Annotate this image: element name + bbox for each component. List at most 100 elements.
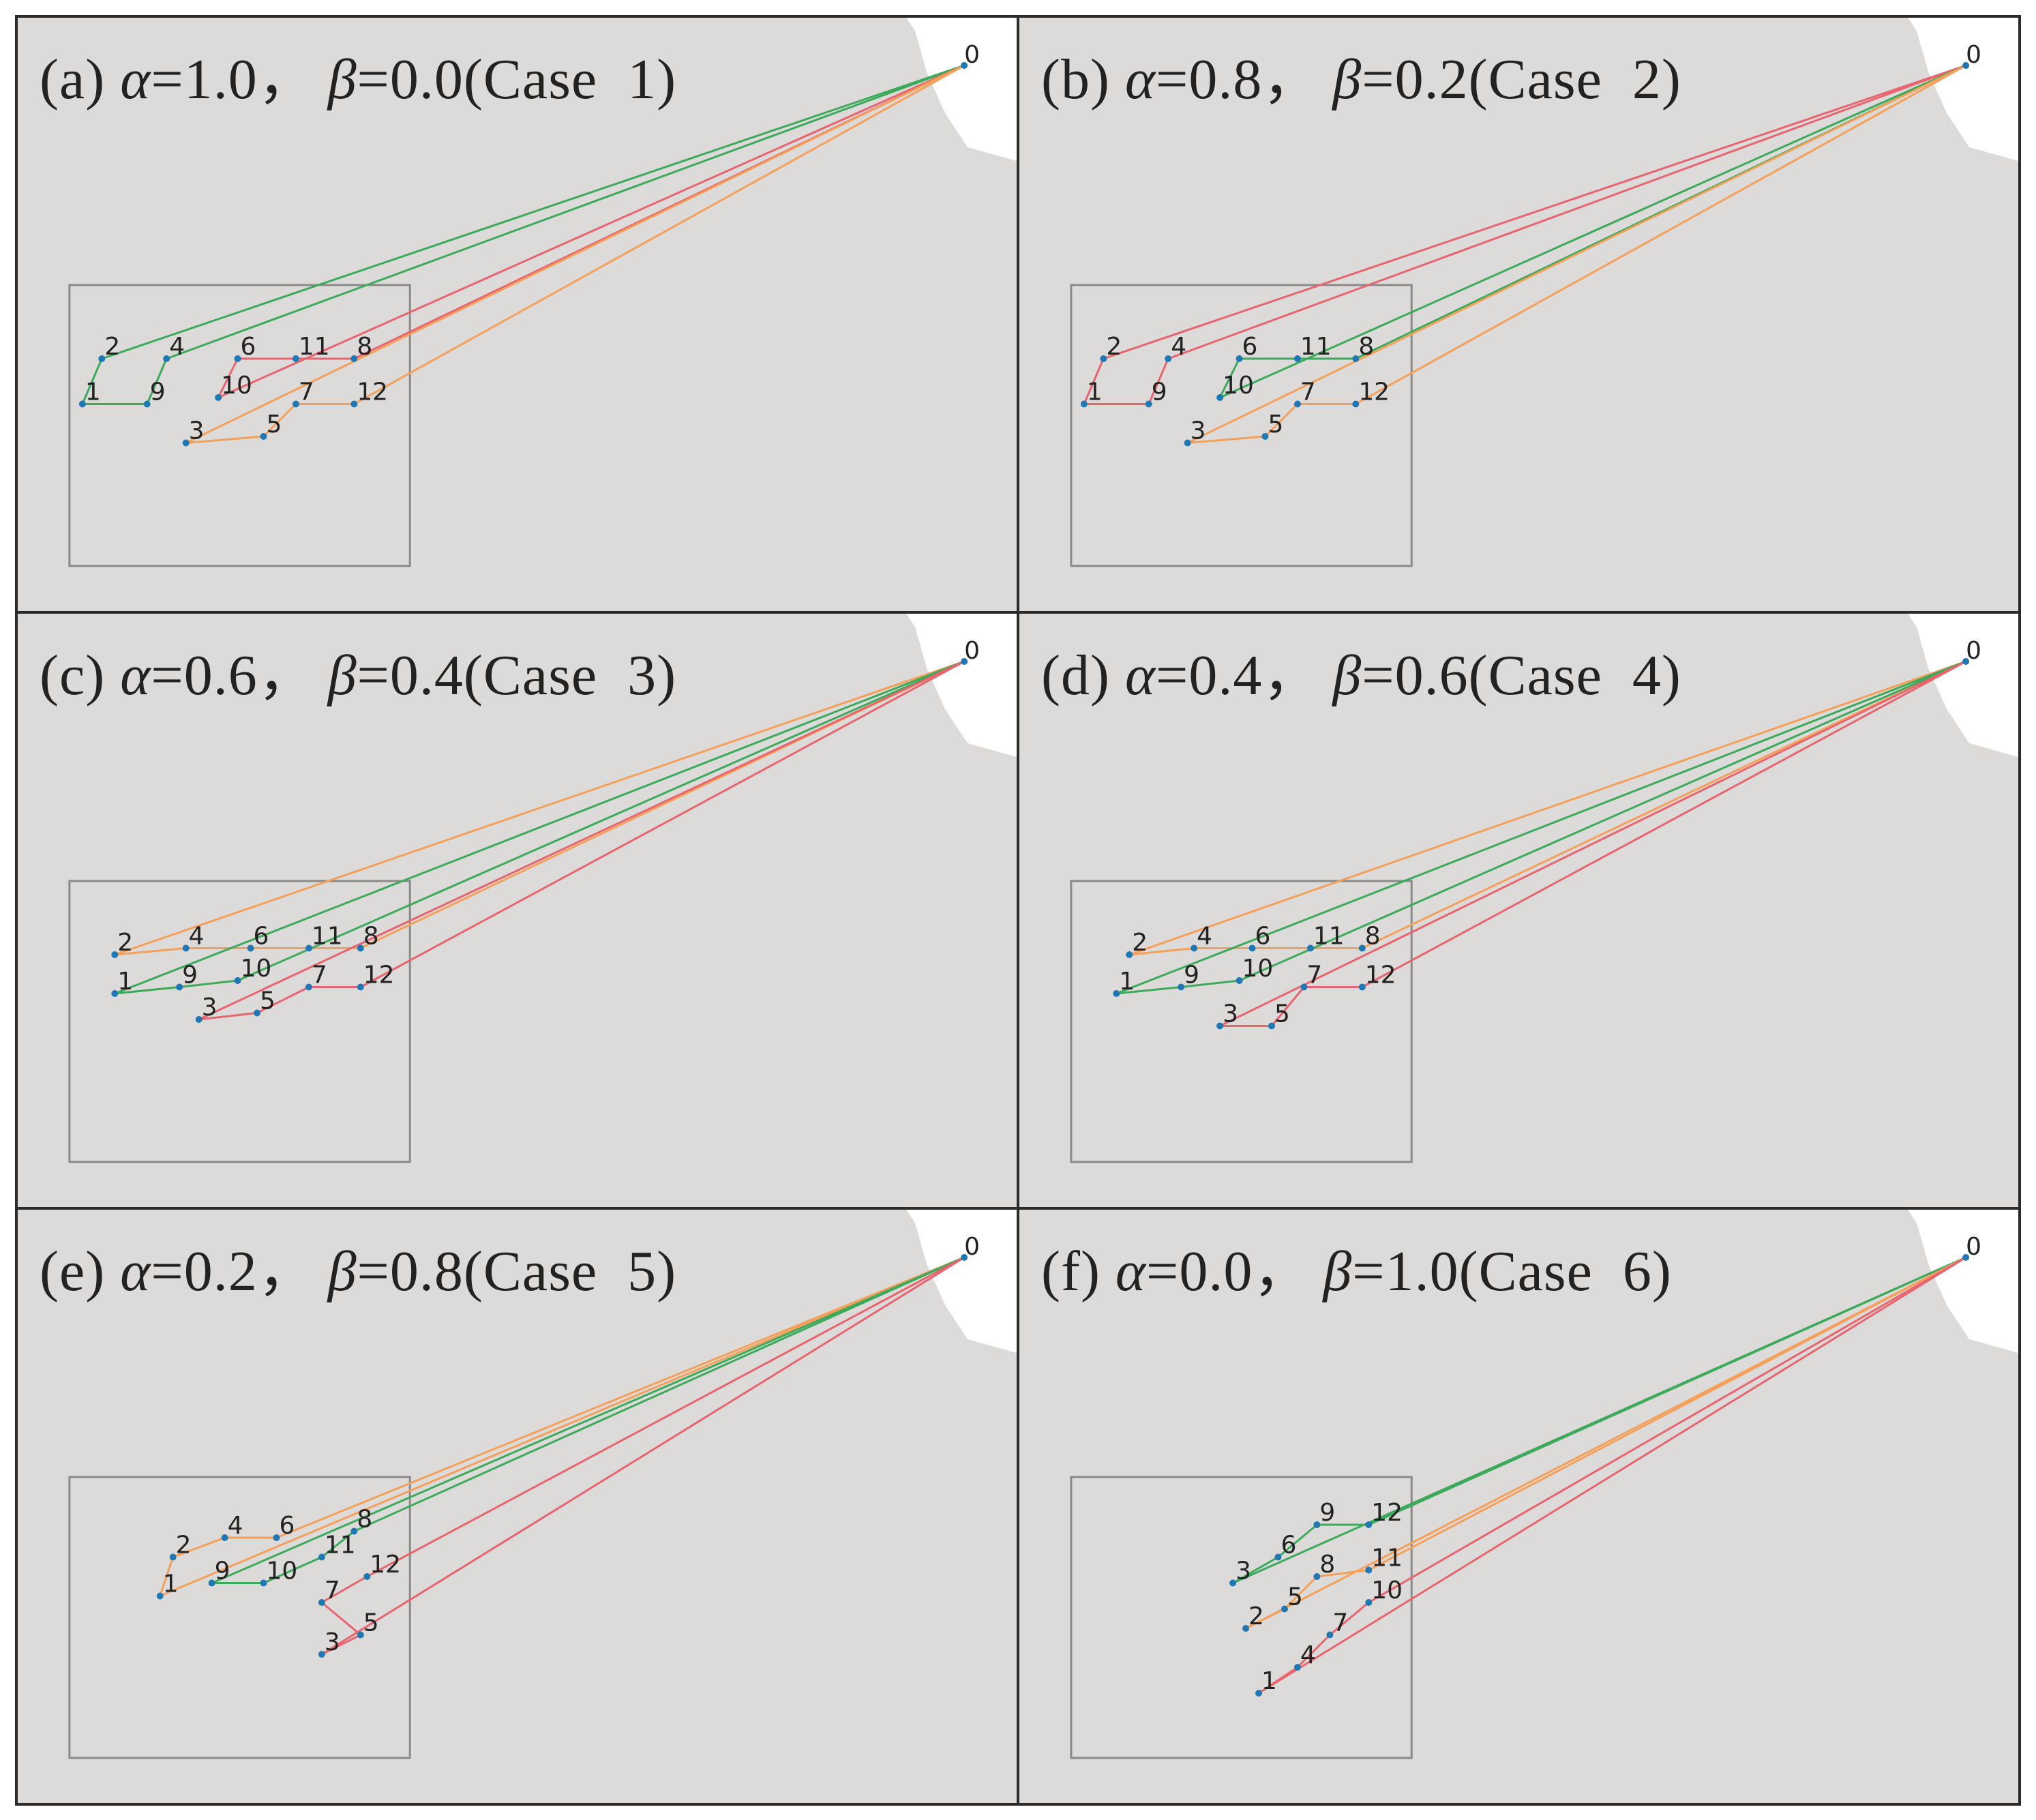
customer-node-dot: [1261, 433, 1269, 440]
title-alpha-label: α: [120, 48, 151, 111]
customer-node-label: 7: [1300, 378, 1316, 406]
route-orange: [1244, 1256, 1967, 1630]
customer-node-label: 3: [202, 994, 218, 1021]
customer-node-dot: [1352, 355, 1360, 362]
customer-node-dot: [182, 439, 190, 447]
customer-node-dot: [98, 355, 106, 362]
customer-node-dot: [1126, 951, 1133, 958]
customer-node-dot: [1145, 400, 1152, 408]
customer-node-dot: [1300, 983, 1308, 991]
customer-node-dot: [208, 1579, 215, 1587]
customer-node-dot: [169, 1553, 177, 1561]
customer-node-dot: [1281, 1605, 1288, 1613]
customer-node-label: 5: [260, 987, 275, 1015]
customer-node-dot: [163, 355, 170, 362]
title-beta-value: =1.0: [1352, 1240, 1459, 1303]
title-prefix: (d): [1041, 644, 1125, 707]
customer-node-label: 2: [176, 1531, 192, 1559]
customer-node-dot: [1255, 1690, 1263, 1697]
title-alpha-value: =0.0，: [1146, 1240, 1311, 1303]
customer-node-dot: [292, 400, 299, 408]
customer-node-label: 10: [1242, 955, 1274, 983]
title-case-label: (Case 5): [463, 1240, 677, 1303]
customer-node-dot: [215, 394, 222, 401]
customer-node-dot: [1365, 1599, 1373, 1606]
customer-node-dot: [357, 1631, 364, 1639]
customer-node-label: 3: [1191, 417, 1206, 445]
depot-dot: [961, 1254, 968, 1261]
customer-node-dot: [363, 1573, 371, 1580]
customer-node-label: 5: [1287, 1583, 1303, 1611]
route-green: [113, 660, 965, 995]
customer-node-dot: [260, 1579, 267, 1587]
panel-title: (d) α=0.4，β=0.6(Case 4): [1041, 629, 1681, 711]
customer-node-label: 7: [1306, 961, 1322, 989]
title-alpha-label: α: [1124, 644, 1156, 707]
customer-region-box: [68, 284, 411, 567]
customer-node-label: 10: [267, 1557, 298, 1585]
customer-region-box: [68, 1476, 411, 1759]
panel-title: (f) α=0.0，β=1.0(Case 6): [1041, 1225, 1672, 1307]
customer-node-label: 2: [1132, 929, 1148, 957]
customer-node-dot: [1216, 394, 1224, 401]
customer-node-label: 5: [363, 1609, 379, 1637]
customer-node-label: 6: [1242, 333, 1258, 361]
customer-node-label: 11: [1313, 922, 1345, 950]
customer-node-label: 5: [1268, 411, 1284, 438]
customer-node-dot: [1352, 400, 1360, 408]
title-alpha-label: α: [120, 644, 151, 707]
customer-node-label: 1: [85, 378, 101, 406]
customer-node-label: 9: [1152, 378, 1167, 406]
customer-node-dot: [318, 1651, 325, 1658]
customer-node-label: 11: [299, 333, 330, 361]
customer-node-dot: [1306, 944, 1314, 952]
sea-area: [906, 1210, 1017, 1353]
title-prefix: (b): [1041, 48, 1125, 111]
route-green: [1115, 660, 1967, 995]
title-alpha-value: =0.6，: [151, 644, 316, 707]
route-red: [1218, 660, 1967, 1027]
title-beta-label: β: [1332, 644, 1362, 707]
title-alpha-value: =0.8，: [1156, 48, 1321, 111]
title-beta-value: =0.2: [1362, 48, 1469, 111]
customer-node-label: 11: [312, 922, 343, 950]
customer-node-dot: [1113, 990, 1120, 997]
customer-node-label: 7: [312, 961, 327, 989]
title-alpha-value: =1.0，: [151, 48, 316, 111]
customer-node-label: 8: [363, 922, 379, 950]
customer-node-dot: [234, 355, 241, 362]
customer-node-label: 5: [1274, 1000, 1290, 1028]
customer-node-dot: [1293, 355, 1301, 362]
title-beta-value: =0.8: [357, 1240, 464, 1303]
route-green: [1218, 64, 1967, 399]
sea-area: [1908, 18, 2018, 161]
customer-node-dot: [1080, 400, 1088, 408]
customer-node-dot: [305, 983, 312, 991]
customer-node-label: 6: [279, 1512, 295, 1540]
depot-dot: [961, 658, 968, 665]
depot-label: 0: [964, 637, 980, 665]
customer-node-dot: [1293, 1664, 1301, 1671]
title-prefix: (f): [1041, 1240, 1116, 1303]
sea-area: [906, 18, 1017, 161]
customer-node-label: 12: [363, 961, 395, 989]
customer-node-label: 6: [1255, 922, 1271, 950]
route-orange: [1186, 64, 1967, 444]
customer-node-label: 12: [1365, 961, 1396, 989]
customer-node-label: 8: [1365, 922, 1381, 950]
customer-node-label: 2: [117, 929, 133, 957]
depot-label: 0: [1966, 1233, 1981, 1261]
customer-node-dot: [247, 944, 254, 952]
title-alpha-value: =0.2，: [151, 1240, 316, 1303]
customer-node-label: 1: [1119, 968, 1135, 996]
customer-node-label: 10: [1223, 372, 1254, 400]
customer-node-label: 10: [1371, 1577, 1403, 1605]
customer-node-dot: [176, 983, 183, 991]
customer-node-dot: [1242, 1625, 1250, 1632]
title-alpha-label: α: [120, 1240, 151, 1303]
